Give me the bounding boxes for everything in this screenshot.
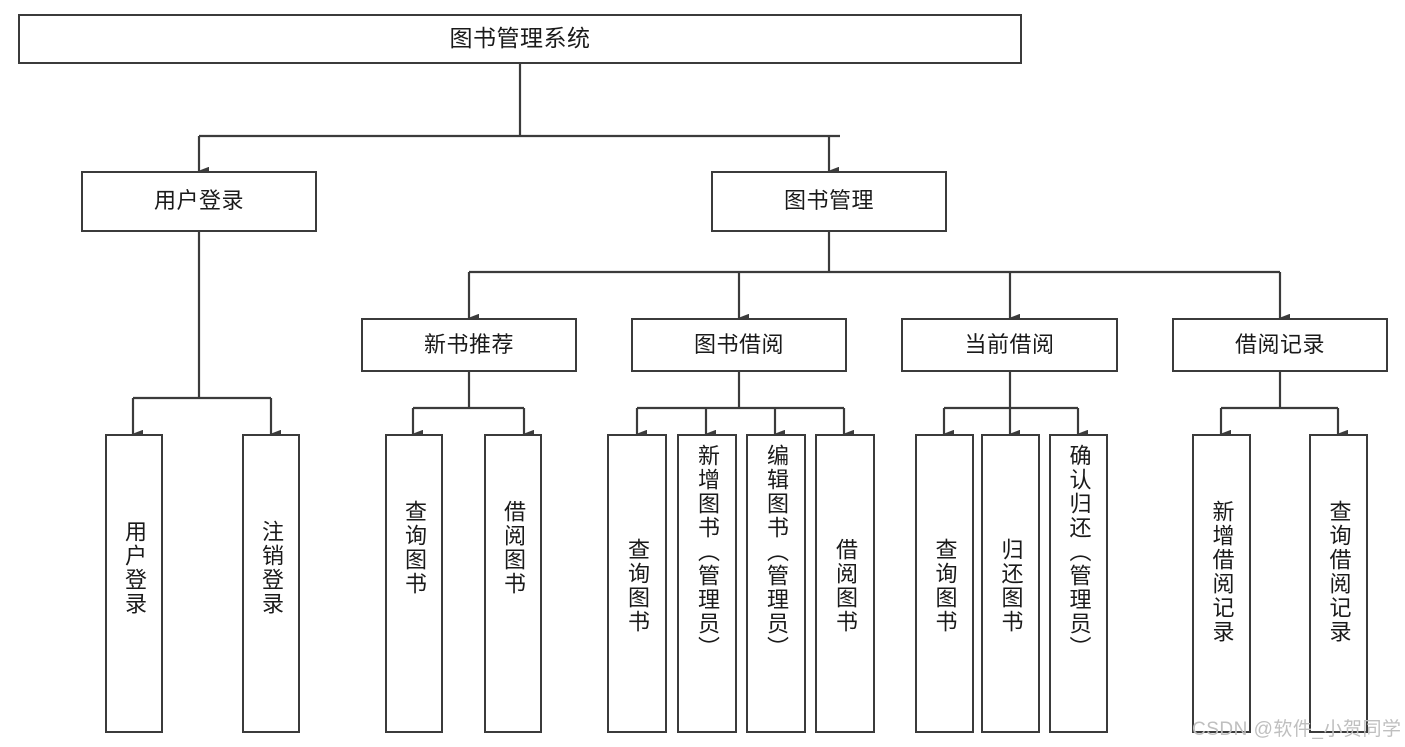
node-label: 查询借阅记录: [1326, 500, 1352, 644]
node-label: 编辑图书（管理员）: [764, 444, 789, 660]
node-label: 归还图书: [998, 538, 1024, 634]
node-leaf-query-book-2[interactable]: 查询图书: [607, 434, 667, 733]
node-label: 图书借阅: [693, 331, 784, 357]
node-label: 新增图书（管理员）: [695, 444, 720, 660]
node-leaf-query-book-1[interactable]: 查询图书: [385, 434, 443, 733]
node-label: 图书管理: [783, 188, 874, 214]
node-leaf-return-book[interactable]: 归还图书: [981, 434, 1040, 733]
node-label: 新书推荐: [423, 331, 514, 357]
node-label: 借阅图书: [833, 538, 858, 634]
node-current-borrow[interactable]: 当前借阅: [901, 318, 1118, 372]
node-leaf-add-record[interactable]: 新增借阅记录: [1192, 434, 1251, 733]
node-label: 借阅图书: [501, 500, 526, 596]
watermark-text: CSDN @软件_小贺同学: [1192, 719, 1402, 740]
node-leaf-add-book[interactable]: 新增图书（管理员）: [677, 434, 737, 733]
node-leaf-borrow-book-2[interactable]: 借阅图书: [815, 434, 875, 733]
node-new-book-recommend[interactable]: 新书推荐: [361, 318, 577, 372]
node-label: 新增借阅记录: [1209, 500, 1235, 644]
node-label: 图书管理系统: [449, 25, 591, 52]
node-user-login[interactable]: 用户登录: [81, 171, 317, 232]
node-leaf-borrow-book-1[interactable]: 借阅图书: [484, 434, 542, 733]
node-leaf-logout-login[interactable]: 注销登录: [242, 434, 300, 733]
node-root-system[interactable]: 图书管理系统: [18, 14, 1022, 64]
node-label: 查询图书: [932, 538, 958, 634]
node-label: 用户登录: [122, 520, 147, 616]
node-leaf-confirm-return[interactable]: 确认归还（管理员）: [1049, 434, 1108, 733]
node-label: 查询图书: [625, 538, 650, 634]
node-label: 当前借阅: [964, 331, 1055, 357]
node-label: 用户登录: [153, 188, 244, 214]
node-label: 借阅记录: [1234, 331, 1325, 357]
node-label: 注销登录: [259, 520, 284, 616]
node-label: 确认归还（管理员）: [1066, 444, 1092, 660]
node-leaf-query-record[interactable]: 查询借阅记录: [1309, 434, 1368, 733]
node-leaf-edit-book[interactable]: 编辑图书（管理员）: [746, 434, 806, 733]
node-book-management[interactable]: 图书管理: [711, 171, 947, 232]
node-borrow-record[interactable]: 借阅记录: [1172, 318, 1388, 372]
node-leaf-query-book-3[interactable]: 查询图书: [915, 434, 974, 733]
node-leaf-user-login[interactable]: 用户登录: [105, 434, 163, 733]
node-book-borrow[interactable]: 图书借阅: [631, 318, 847, 372]
node-label: 查询图书: [402, 500, 427, 596]
